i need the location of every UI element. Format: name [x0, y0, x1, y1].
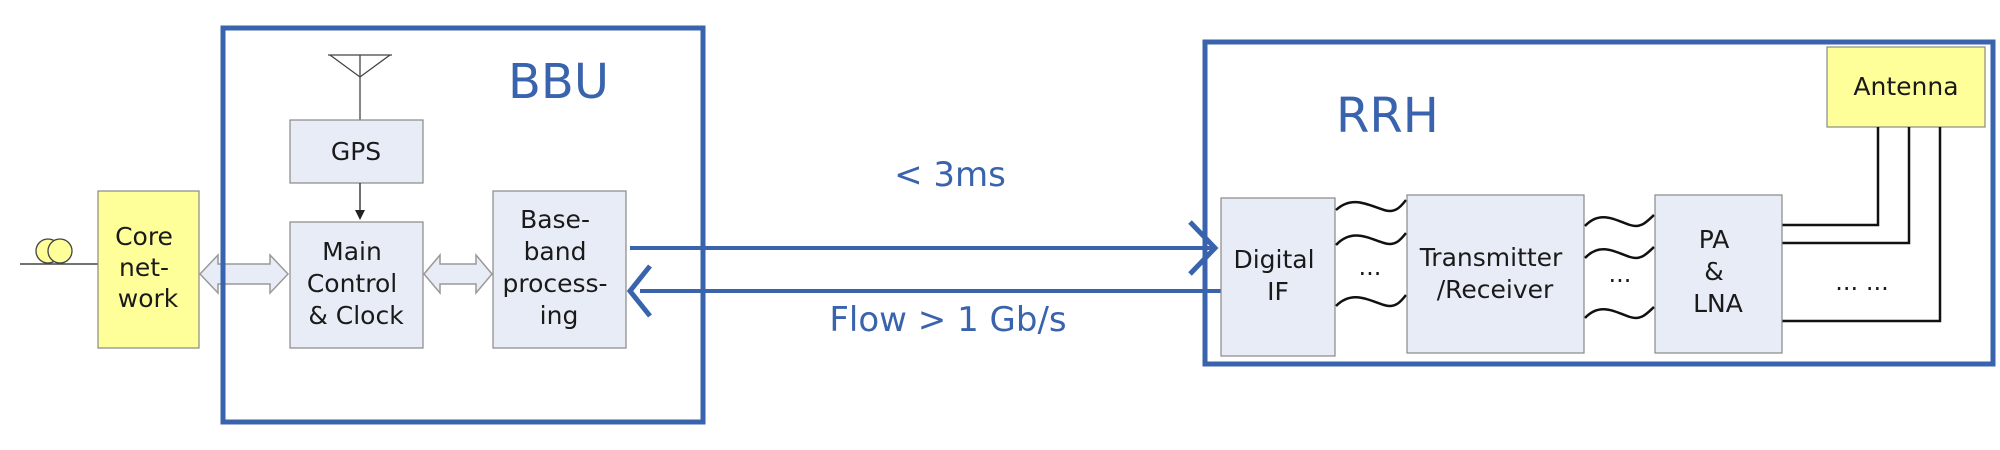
core-network-line-2: net- — [119, 253, 169, 282]
baseband-line-1: Base- — [520, 205, 590, 234]
core-network-line-3: work — [118, 284, 179, 313]
transceiver-pa-wavy-lines — [1584, 214, 1655, 320]
fronthaul-link — [626, 220, 1222, 318]
svg-text:Transmitter /Receiver: Transmitter /Receiver — [1419, 243, 1571, 304]
digital-if-block: Digital IF — [1220, 197, 1336, 357]
main-control-line-2: Control — [307, 269, 397, 298]
control-baseband-double-arrow — [423, 252, 493, 296]
gps-antenna-icon — [328, 54, 392, 120]
ellipsis-after-pa: ... ... — [1835, 268, 1888, 296]
main-control-line-1: Main — [322, 237, 382, 266]
baseband-block: Base- band process- ing — [492, 190, 627, 349]
digital-if-line-2: IF — [1267, 277, 1289, 306]
transceiver-line-1: Transmitter — [1419, 243, 1563, 272]
baseband-line-2: band — [524, 237, 587, 266]
pa-lna-line-2: & — [1704, 257, 1724, 286]
svg-text:PA & LNA: PA & LNA — [1693, 225, 1743, 318]
latency-label: < 3ms — [894, 155, 1006, 195]
pa-lna-block: PA & LNA — [1654, 194, 1783, 354]
antenna-feed-lines — [1782, 127, 1942, 323]
fiber-symbol-icon — [20, 238, 100, 265]
core-network-line-1: Core — [115, 222, 173, 251]
transceiver-block: Transmitter /Receiver — [1406, 194, 1585, 354]
gps-label: GPS — [331, 137, 381, 166]
bbu-container: BBU — [220, 25, 706, 425]
rrh-container: RRH — [1202, 39, 1996, 367]
baseband-line-4: ing — [540, 301, 579, 330]
pa-lna-line-3: LNA — [1693, 289, 1743, 318]
flow-label: Flow > 1 Gb/s — [829, 300, 1066, 340]
ellipsis-after-transceiver: ... — [1609, 260, 1632, 288]
main-control-block: Main Control & Clock — [289, 221, 424, 349]
transceiver-line-2: /Receiver — [1437, 275, 1554, 304]
gps-block: GPS — [289, 119, 424, 184]
svg-text:Core net- work: Core net- work — [115, 222, 181, 313]
svg-text:Base- band process: Base- band process- ing — [502, 205, 615, 330]
core-network-block: Core net- work — [97, 190, 200, 349]
pa-lna-line-1: PA — [1699, 225, 1730, 254]
ellipsis-after-if: ... — [1359, 253, 1382, 281]
main-control-line-3: & Clock — [308, 301, 404, 330]
antenna-label: Antenna — [1853, 72, 1958, 101]
gps-to-control-arrow — [355, 183, 365, 220]
rrh-title: RRH — [1336, 88, 1439, 144]
if-transceiver-wavy-lines — [1335, 199, 1407, 308]
svg-text:Main Control & Clo: Main Control & Clock — [307, 237, 405, 330]
svg-text:Digital IF: Digital IF — [1233, 245, 1322, 306]
core-control-double-arrow — [198, 253, 290, 295]
baseband-line-3: process- — [502, 269, 607, 298]
antenna-block: Antenna — [1826, 46, 1986, 128]
digital-if-line-1: Digital — [1233, 245, 1314, 274]
bbu-title: BBU — [508, 54, 609, 110]
